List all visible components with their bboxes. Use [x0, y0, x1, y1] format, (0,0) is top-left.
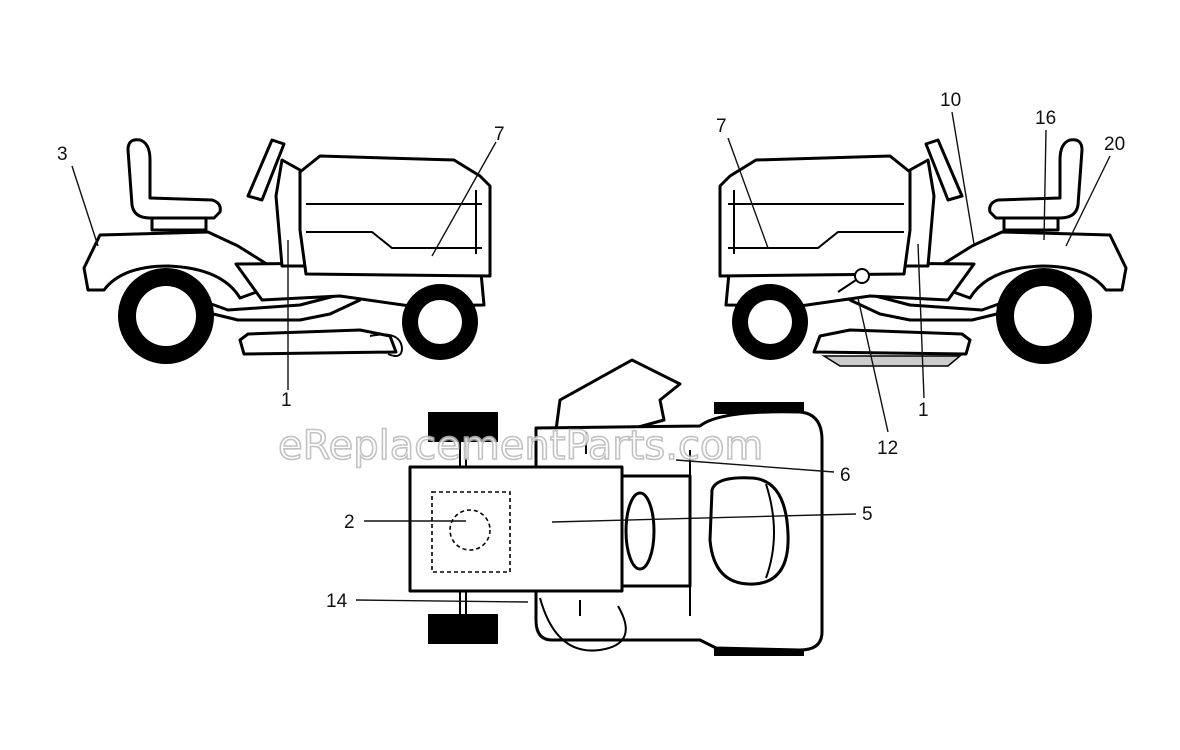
callout-7: 7: [494, 124, 505, 145]
callout-labels: 3 7 1 7 10 16 20 1 12 6 5 2 14: [57, 90, 1125, 612]
leader-lines: [71, 111, 1111, 603]
tractor-left-side-view: [82, 138, 492, 364]
callout-16: 16: [1035, 108, 1056, 129]
callout-6: 6: [840, 465, 851, 486]
tractor-top-view: [408, 358, 824, 656]
callout-20: 20: [1104, 134, 1125, 155]
callout-5: 5: [862, 504, 873, 525]
callout-1: 1: [281, 390, 292, 411]
callout-7: 7: [716, 116, 727, 137]
callout-1: 1: [918, 400, 929, 421]
callout-10: 10: [940, 90, 961, 111]
callout-12: 12: [877, 438, 898, 459]
tractor-right-side-view: [718, 138, 1128, 367]
callout-14: 14: [326, 591, 348, 612]
callout-3: 3: [57, 144, 68, 165]
callout-2: 2: [344, 512, 355, 533]
watermark-text: eReplacementParts.com: [278, 423, 763, 469]
